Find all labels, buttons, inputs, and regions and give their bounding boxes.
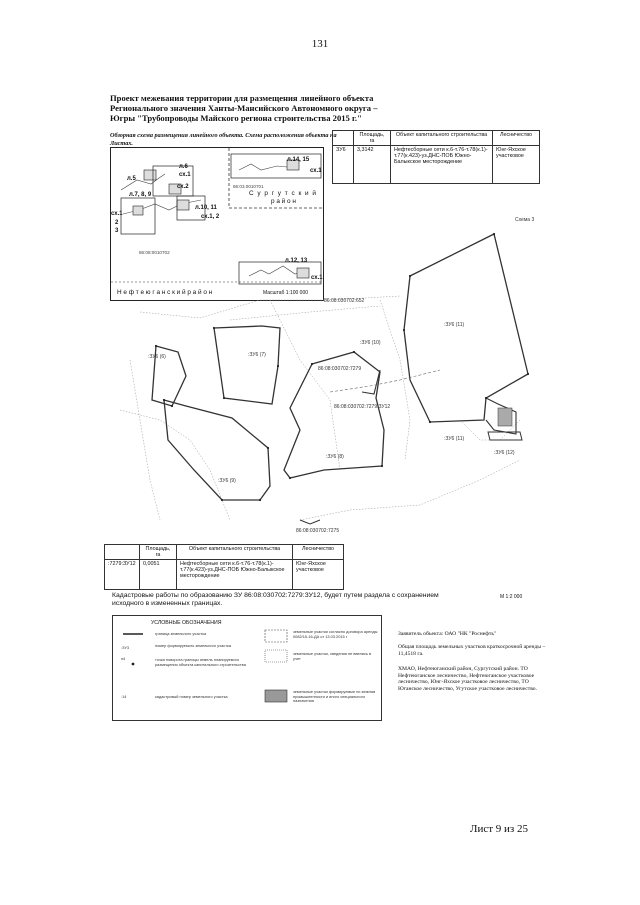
table-header (104, 544, 140, 560)
overview-map: л.6 сх.1 л.5 сх.2 л.7, 8, 9 сх.1 2 3 л.1… (110, 147, 324, 301)
cadastral-label: 86:08:030702:652 (324, 298, 365, 304)
overview-label: л.12, 13 (285, 258, 308, 264)
document-title: Проект межевания территории для размещен… (110, 93, 378, 123)
parcel-label: :ЗУ6 (11) (444, 436, 465, 442)
table-cell: 0,0051 (139, 559, 177, 590)
table-cell: :7279:ЗУ12 (104, 559, 140, 590)
parcel-label: :ЗУ6 (7) (248, 352, 266, 358)
table-cell: Юнг-Яхское участковое (292, 559, 344, 590)
table-header: Площадь, га (139, 544, 177, 560)
parcel-label: :ЗУ6 (12) (494, 450, 515, 456)
table-header: Объект капитального строительства (176, 544, 293, 560)
overview-label: л.14, 15 (287, 157, 310, 163)
table-cell: Юнг-Яхское участковое (492, 145, 540, 184)
legend: УСЛОВНЫЕ ОБОЗНАЧЕНИЯ граница земельного … (112, 615, 382, 721)
overview-label: сх.2 (177, 184, 189, 190)
cadastral-label: 86:08:030702:7279:ЗУ12 (334, 404, 391, 410)
district-label: р а й о н (271, 198, 296, 205)
cadastral-note: Кадастровые работы по образованию ЗУ 86:… (112, 592, 439, 608)
sheet-label: Лист 9 из 25 (470, 823, 529, 835)
parcel-label: :ЗУ6 (9) (218, 478, 236, 484)
table-header: Лесничество (292, 544, 344, 560)
parcel-label: :ЗУ6 (8) (326, 454, 344, 460)
drawing-scale: М 1:2 000 (500, 594, 523, 600)
district-label: С у р г у т с к и й (249, 190, 317, 197)
legend-symbol: :14 (121, 694, 127, 699)
table-cell: Нефтесборные сети к.6-т.76-т.78(к.1)-т.7… (176, 559, 293, 590)
overview-caption: Обзорная схема размещения линейного объе… (110, 132, 337, 147)
page-number: 131 (311, 38, 329, 50)
overview-cadastral: 86:03.0010701 (233, 184, 264, 189)
legend-item: граница земельного участка (155, 631, 207, 636)
district-label: Н е ф т е ю г а н с к и й р а й о н (117, 289, 213, 296)
parcel-label: :ЗУ6 (6) (148, 354, 166, 360)
overview-label: сх.1 (111, 211, 123, 217)
area-text: Общая площадь земельных участков краткос… (398, 644, 546, 657)
scheme-label: Схема 3 (515, 217, 535, 223)
overview-scale: Масштаб 1:100 000 (263, 290, 309, 296)
legend-item: номер формируемого земельного участка (155, 643, 231, 648)
overview-label: сх.1 (311, 275, 323, 281)
parcel-label: :ЗУ6 (11) (444, 322, 465, 328)
overview-label: л.6 (179, 164, 188, 170)
table-cell: 3,3142 (353, 145, 391, 184)
overview-label: 3 (115, 228, 119, 234)
overview-label: л.7, 8, 9 (129, 192, 152, 198)
overview-label: сх.1 (179, 172, 191, 178)
overview-label: сх.1 (310, 168, 322, 174)
top-parcel-table: Площадь, га Объект капитального строител… (332, 130, 540, 184)
legend-item: земельные участки формируемые по землям … (293, 689, 376, 704)
location-text: ХМАО, Нефтеюганский район, Сургутский ра… (398, 666, 538, 693)
legend-item: точка поворота границы земель планируемо… (155, 657, 246, 667)
bottom-parcel-table: Площадь, га Объект капитального строител… (104, 544, 344, 590)
parcel-label: :ЗУ6 (10) (360, 340, 381, 346)
overview-label: сх.1, 2 (201, 214, 220, 220)
legend-symbol: н4 (121, 656, 126, 661)
overview-label: 2 (115, 220, 119, 226)
cadastral-label: 86:08:030702:7275 (296, 528, 340, 534)
overview-map-drawing (111, 148, 323, 285)
legend-item: земельные участки согласно договора арен… (293, 629, 378, 639)
table-cell: Нефтесборные сети к.6-т.76-т.78(к.1)-т.7… (390, 145, 493, 184)
customer-text: Заявитель объекта: ОАО "НК "Роснефть" (398, 631, 497, 637)
legend-symbol: :ЗУ3 (121, 645, 130, 650)
overview-label: л.5 (127, 176, 136, 182)
cadastral-label: 86:08:030702:7279 (318, 366, 362, 372)
legend-item: земельные участки, сведения не ввелись в… (293, 651, 372, 661)
overview-cadastral: 86:08:0010702 (139, 250, 170, 255)
legend-item: кадастровый номер земельного участка (155, 694, 228, 699)
overview-label: л.10, 11 (195, 205, 217, 211)
legend-symbols (123, 629, 288, 703)
legend-title: УСЛОВНЫЕ ОБОЗНАЧЕНИЯ (151, 620, 222, 626)
